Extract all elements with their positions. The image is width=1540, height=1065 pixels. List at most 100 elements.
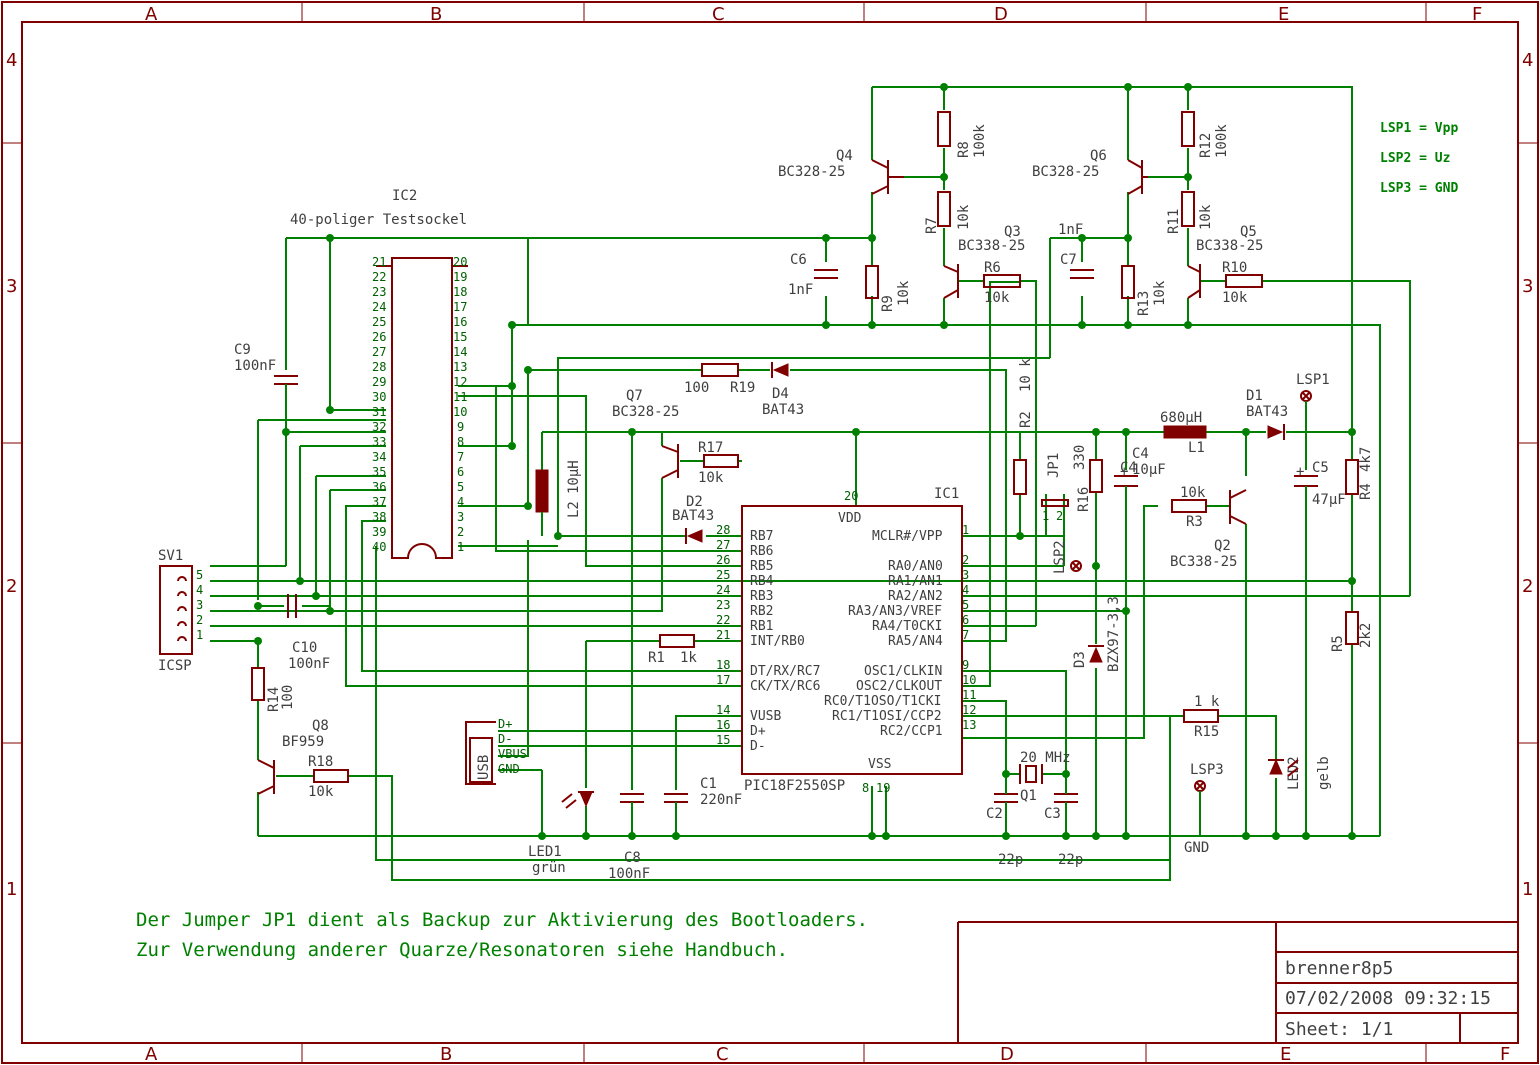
svg-text:OSC2/CLKOUT: OSC2/CLKOUT (856, 679, 942, 694)
svg-text:19: 19 (876, 781, 890, 795)
svg-text:3: 3 (6, 276, 17, 297)
svg-text:33: 33 (372, 435, 386, 449)
svg-text:2: 2 (6, 576, 17, 597)
svg-text:RA2/AN2: RA2/AN2 (888, 589, 943, 604)
svg-text:A: A (145, 4, 158, 25)
svg-text:7: 7 (457, 450, 464, 464)
svg-text:22p: 22p (1058, 852, 1083, 868)
svg-text:E: E (1280, 1044, 1291, 1065)
svg-text:25: 25 (716, 568, 730, 582)
svg-text:27: 27 (372, 345, 386, 359)
svg-text:10k: 10k (896, 280, 912, 306)
svg-text:Q2: Q2 (1214, 538, 1231, 554)
ic2-socket: IC2 40-poliger Testsockel 21 22 23 24 25… (290, 188, 468, 559)
svg-text:BC338-25: BC338-25 (958, 238, 1025, 254)
svg-text:4: 4 (196, 583, 203, 597)
svg-text:BAT43: BAT43 (1246, 404, 1288, 420)
svg-text:12: 12 (453, 375, 467, 389)
svg-text:VSS: VSS (868, 757, 891, 772)
svg-text:Q1: Q1 (1020, 788, 1037, 804)
svg-text:D+: D+ (498, 717, 512, 731)
svg-text:100: 100 (684, 380, 709, 396)
svg-text:10k: 10k (956, 204, 972, 230)
svg-text:RB4: RB4 (750, 574, 774, 589)
resistor-symbols (251, 111, 1359, 783)
svg-text:19: 19 (453, 270, 467, 284)
svg-text:C10: C10 (292, 640, 317, 656)
svg-text:2: 2 (962, 553, 969, 567)
svg-text:RB1: RB1 (750, 619, 773, 634)
svg-text:RA0/AN0: RA0/AN0 (888, 559, 943, 574)
svg-text:4: 4 (1522, 50, 1533, 71)
svg-text:D+: D+ (750, 724, 766, 739)
svg-text:RC1/T1OSI/CCP2: RC1/T1OSI/CCP2 (832, 709, 942, 724)
svg-text:23: 23 (372, 285, 386, 299)
svg-text:28: 28 (716, 523, 730, 537)
svg-text:100nF: 100nF (234, 358, 276, 374)
svg-text:R19: R19 (730, 380, 755, 396)
svg-text:gelb: gelb (1316, 756, 1332, 790)
note-line-1: Der Jumper JP1 dient als Backup zur Akti… (136, 909, 868, 931)
svg-text:4: 4 (962, 583, 969, 597)
frame-bottom-labels: A B C D E F (145, 1044, 1510, 1065)
frame-column-labels: A B C D E F (145, 4, 1482, 25)
svg-text:100nF: 100nF (288, 656, 330, 672)
svg-text:13: 13 (453, 360, 467, 374)
svg-text:1 k: 1 k (1194, 694, 1220, 710)
svg-text:C2: C2 (986, 806, 1003, 822)
svg-text:25: 25 (372, 315, 386, 329)
svg-text:15: 15 (716, 733, 730, 747)
svg-text:16: 16 (716, 718, 730, 732)
svg-text:24: 24 (716, 583, 730, 597)
svg-text:26: 26 (716, 553, 730, 567)
svg-text:C7: C7 (1060, 252, 1077, 268)
svg-text:R2: R2 (1018, 411, 1034, 428)
svg-text:Q4: Q4 (836, 148, 853, 164)
svg-text:LSP1: LSP1 (1296, 372, 1330, 388)
svg-text:3: 3 (1522, 276, 1533, 297)
svg-text:20: 20 (844, 489, 858, 503)
svg-text:RA5/AN4: RA5/AN4 (888, 634, 943, 649)
svg-text:BAT43: BAT43 (672, 508, 714, 524)
svg-text:1k: 1k (680, 650, 697, 666)
svg-text:BF959: BF959 (282, 734, 324, 750)
svg-text:BC338-25: BC338-25 (1196, 238, 1263, 254)
svg-text:R16: R16 (1076, 487, 1092, 512)
svg-text:LED2: LED2 (1286, 756, 1302, 790)
svg-text:3: 3 (962, 568, 969, 582)
resistor-labels: R8 100k R12 100k R7 10k R11 10k R9 10k R… (266, 124, 1374, 800)
svg-text:R6: R6 (984, 260, 1001, 276)
svg-text:10 k: 10 k (1018, 358, 1034, 392)
svg-text:Q3: Q3 (1004, 224, 1021, 240)
svg-text:220nF: 220nF (700, 792, 742, 808)
svg-text:LED1: LED1 (528, 844, 562, 860)
jumper-jp1: JP1 1 2 (1041, 453, 1069, 523)
svg-text:10: 10 (453, 405, 467, 419)
svg-text:21: 21 (372, 255, 386, 269)
svg-text:D-: D- (498, 732, 512, 746)
title-name: brenner8p5 (1285, 958, 1393, 979)
svg-text:1: 1 (1042, 509, 1049, 523)
junctions (254, 83, 1356, 840)
svg-text:30: 30 (372, 390, 386, 404)
svg-text:22: 22 (372, 270, 386, 284)
usb-label: USB (476, 755, 492, 780)
svg-text:B: B (430, 4, 442, 25)
diode-symbols (578, 362, 1285, 808)
svg-text:38: 38 (372, 510, 386, 524)
svg-text:R7: R7 (924, 217, 940, 234)
svg-text:12: 12 (962, 703, 976, 717)
svg-text:D3: D3 (1072, 651, 1088, 668)
svg-text:E: E (1278, 4, 1289, 25)
svg-text:C: C (712, 4, 725, 25)
svg-text:5: 5 (457, 480, 464, 494)
svg-text:26: 26 (372, 330, 386, 344)
usb-connector: USB D+ D- VBUS GND (465, 717, 527, 785)
svg-text:R5: R5 (1330, 635, 1346, 652)
svg-text:2k2: 2k2 (1358, 623, 1374, 648)
svg-text:18: 18 (716, 658, 730, 672)
svg-text:C4: C4 (1120, 460, 1137, 476)
